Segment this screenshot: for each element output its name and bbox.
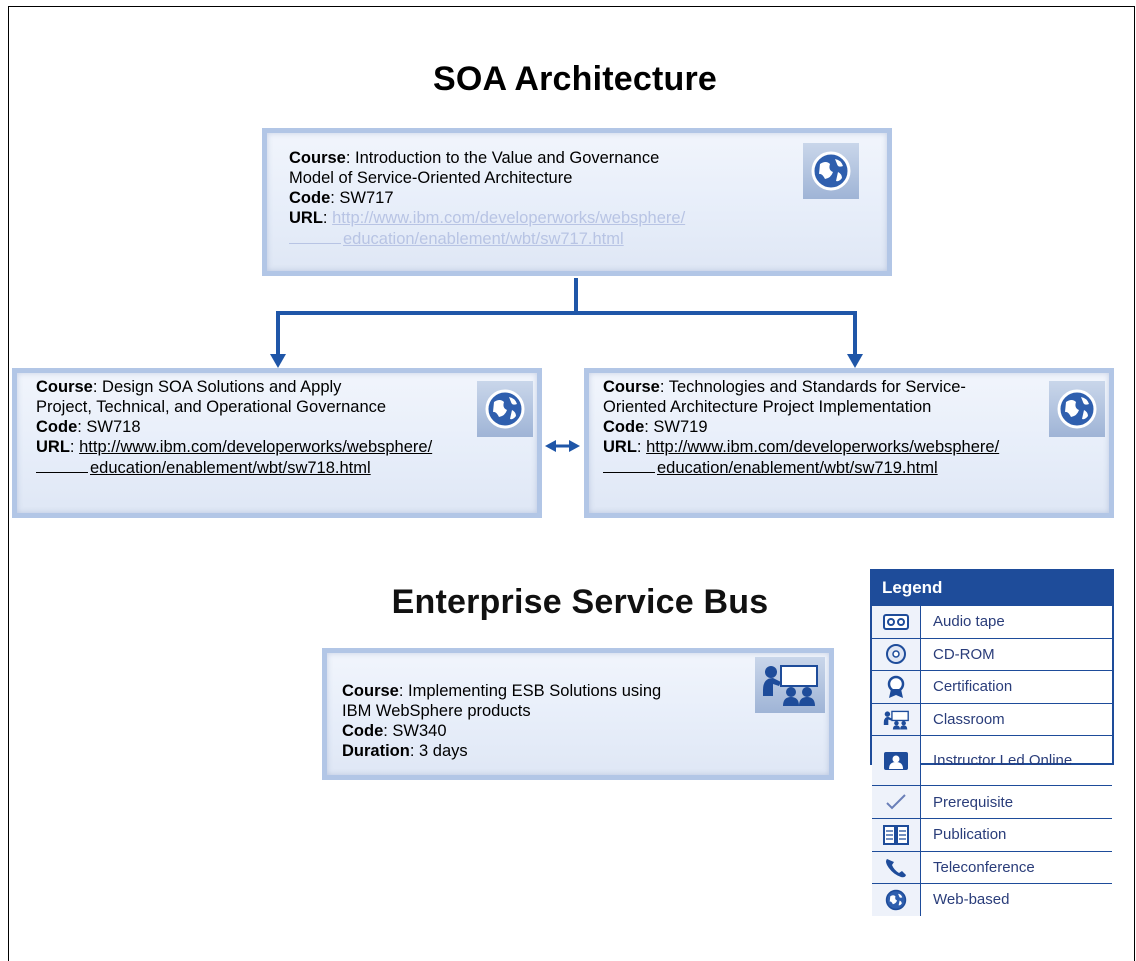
certification-icon	[872, 671, 921, 703]
course-card-sw717: Course: Introduction to the Value and Go…	[262, 128, 892, 276]
sw718-sw719-bidirectional-arrow	[545, 440, 580, 452]
legend-item-classroom: Classroom	[872, 702, 1112, 736]
url-label: URL	[603, 438, 637, 456]
audio-tape-icon	[872, 606, 921, 638]
course-url-link[interactable]: http://www.ibm.com/developerworks/websph…	[646, 438, 1000, 456]
course-card-sw719: Course: Technologies and Standards for S…	[584, 368, 1114, 518]
legend-label: Web-based	[933, 891, 1010, 909]
code-label: Code	[342, 722, 384, 740]
legend-panel: Legend Audio tape CD-ROM Certification C…	[870, 569, 1114, 916]
legend-label: Prerequisite	[933, 793, 1014, 811]
legend-item-web-based: Web-based	[872, 883, 1112, 916]
publication-icon	[872, 818, 921, 851]
arrowhead-sw719	[847, 354, 863, 368]
course-code: : SW340	[383, 722, 447, 740]
course-title-continued: Oriented Architecture Project Implementa…	[603, 398, 932, 416]
course-url-link-continued[interactable]: education/enablement/wbt/sw719.html	[657, 459, 938, 477]
web-based-icon	[803, 143, 859, 199]
legend-label: Classroom	[933, 711, 1005, 729]
legend-item-certification: Certification	[872, 670, 1112, 703]
duration-label: Duration	[342, 742, 410, 760]
legend-label: Instructor Led Online	[933, 752, 1073, 770]
cd-rom-icon	[872, 638, 921, 671]
course-duration: : 3 days	[409, 742, 468, 760]
legend-item-audio-tape: Audio tape	[872, 605, 1112, 638]
course-card-sw718: Course: Design SOA Solutions and Apply P…	[12, 368, 542, 518]
web-based-icon	[477, 381, 533, 437]
course-title-continued: Model of Service-Oriented Architecture	[289, 169, 573, 187]
teleconference-icon	[872, 851, 921, 884]
web-based-icon	[1049, 381, 1105, 437]
url-label: URL	[289, 209, 323, 227]
course-title: : Technologies and Standards for Service…	[659, 378, 966, 396]
course-code: : SW719	[644, 418, 708, 436]
web-based-icon	[872, 884, 921, 916]
course-title: : Implementing ESB Solutions using	[398, 682, 662, 700]
instructor-led-online-icon	[872, 736, 921, 786]
code-label: Code	[603, 418, 645, 436]
code-label: Code	[36, 418, 78, 436]
course-label: Course	[603, 378, 660, 396]
arrowhead-sw718	[270, 354, 286, 368]
soa-section-title: SOA Architecture	[432, 60, 718, 98]
legend-item-cd-rom: CD-ROM	[872, 637, 1112, 671]
page-frame	[8, 6, 1135, 961]
legend-label: Audio tape	[933, 613, 1005, 631]
legend-label: CD-ROM	[933, 645, 995, 663]
course-title-continued: IBM WebSphere products	[342, 702, 531, 720]
course-code: : SW717	[330, 189, 394, 207]
course-url-link[interactable]: http://www.ibm.com/developerworks/websph…	[79, 438, 433, 456]
course-url-link-continued[interactable]: education/enablement/wbt/sw717.html	[343, 230, 624, 248]
course-label: Course	[36, 378, 93, 396]
legend-label: Certification	[933, 678, 1013, 696]
prerequisite-icon	[872, 786, 921, 818]
esb-section-title: Enterprise Service Bus	[391, 583, 769, 621]
url-label: URL	[36, 438, 70, 456]
legend-item-publication: Publication	[872, 817, 1112, 851]
course-url-link-continued[interactable]: education/enablement/wbt/sw718.html	[90, 459, 371, 477]
course-title-continued: Project, Technical, and Operational Gove…	[36, 398, 387, 416]
code-label: Code	[289, 189, 331, 207]
legend-label: Publication	[933, 826, 1007, 844]
legend-label: Teleconference	[933, 858, 1035, 876]
course-title: : Introduction to the Value and Governan…	[345, 149, 660, 167]
course-url-link[interactable]: http://www.ibm.com/developerworks/websph…	[332, 209, 686, 227]
legend-item-instructor-led-online: Instructor Led Online	[872, 735, 1112, 786]
classroom-icon	[755, 657, 825, 713]
course-card-sw340: Course: Implementing ESB Solutions using…	[322, 648, 834, 780]
legend-item-prerequisite: Prerequisite	[872, 785, 1112, 818]
legend-item-teleconference: Teleconference	[872, 850, 1112, 884]
course-title: : Design SOA Solutions and Apply	[92, 378, 342, 396]
legend-title: Legend	[872, 571, 1112, 605]
course-label: Course	[342, 682, 399, 700]
classroom-icon	[872, 703, 921, 736]
course-code: : SW718	[77, 418, 141, 436]
course-label: Course	[289, 149, 346, 167]
sw717-to-children-connector	[276, 278, 857, 356]
